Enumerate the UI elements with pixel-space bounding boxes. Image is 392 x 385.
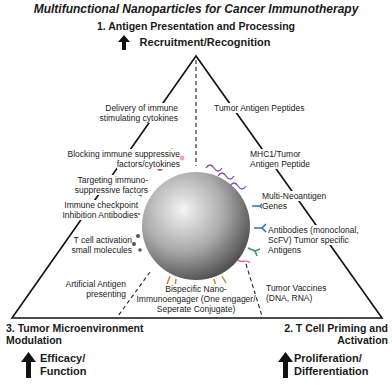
label-box: T cell activation small molecules [52,236,132,256]
function-label: Delivery of immune stimulating cytokines [100,103,178,123]
label-box: 1. Antigen Presentation and Processing [40,20,352,32]
label-box: Recruitment/Recognition [130,36,280,49]
label-box: Proliferation/ Differentiation [294,352,390,377]
diagram-title: Multifunctional Nanoparticles for Cancer… [34,2,359,16]
function-label: Immune checkpoint Inhibition Antibodies [62,200,138,220]
stage-heading: 2. T Cell Priming and Activation [284,322,388,346]
function-label: Blocking immune suppressive factors/cyto… [68,149,180,169]
function-label: T cell activation small molecules [72,235,132,255]
label-box: Bispecific Nano-Immunoengager (One engag… [136,285,256,314]
triangle-outline [12,56,382,318]
label-box: 3. Tumor Microenvironment Modulation [6,322,170,346]
label-box: Antibodies (monoclonal, ScFV) Tumor spec… [268,226,364,255]
label-box: 2. T Cell Priming and Activation [262,322,388,346]
function-label: Bispecific Nano-Immunoengager (One engag… [136,284,255,314]
label-box: Multi-Neoantigen Genes [262,192,338,212]
label-box: Tumor Antigen Peptides [214,104,324,114]
stage-heading: 3. Tumor Microenvironment Modulation [6,322,144,346]
function-label: Tumor Vaccines (DNA, RNA) [266,283,326,303]
nanoparticle-sphere [142,172,250,280]
label-box: Efficacy/ Function [40,352,110,377]
function-label: Targeting immuno-suppressive factors [75,175,148,195]
label-box: Delivery of immune stimulating cytokines [96,104,178,124]
function-label: Tumor Antigen Peptides [214,103,304,113]
label-box: MHC1/Tumor Antigen Peptide [250,150,326,170]
label-box: Targeting immuno-suppressive factors [62,176,148,196]
label-box: Artificial Antigen presenting [46,280,126,300]
title-box: Multifunctional Nanoparticles for Cancer… [2,3,390,17]
stage-heading: Proliferation/ Differentiation [294,352,369,377]
stage-heading: 1. Antigen Presentation and Processing [97,20,295,32]
function-label: Artificial Antigen presenting [66,279,126,299]
label-box: Immune checkpoint Inhibition Antibodies [46,201,138,221]
label-box: Tumor Vaccines (DNA, RNA) [266,284,336,304]
function-label: Multi-Neoantigen Genes [262,191,326,211]
function-label: Antibodies (monoclonal, ScFV) Tumor spec… [268,225,359,255]
function-label: MHC1/Tumor Antigen Peptide [250,149,310,169]
stage-heading: Efficacy/ Function [40,352,86,377]
stage-heading: Recruitment/Recognition [140,36,271,48]
label-box: Blocking immune suppressive factors/cyto… [54,150,180,170]
